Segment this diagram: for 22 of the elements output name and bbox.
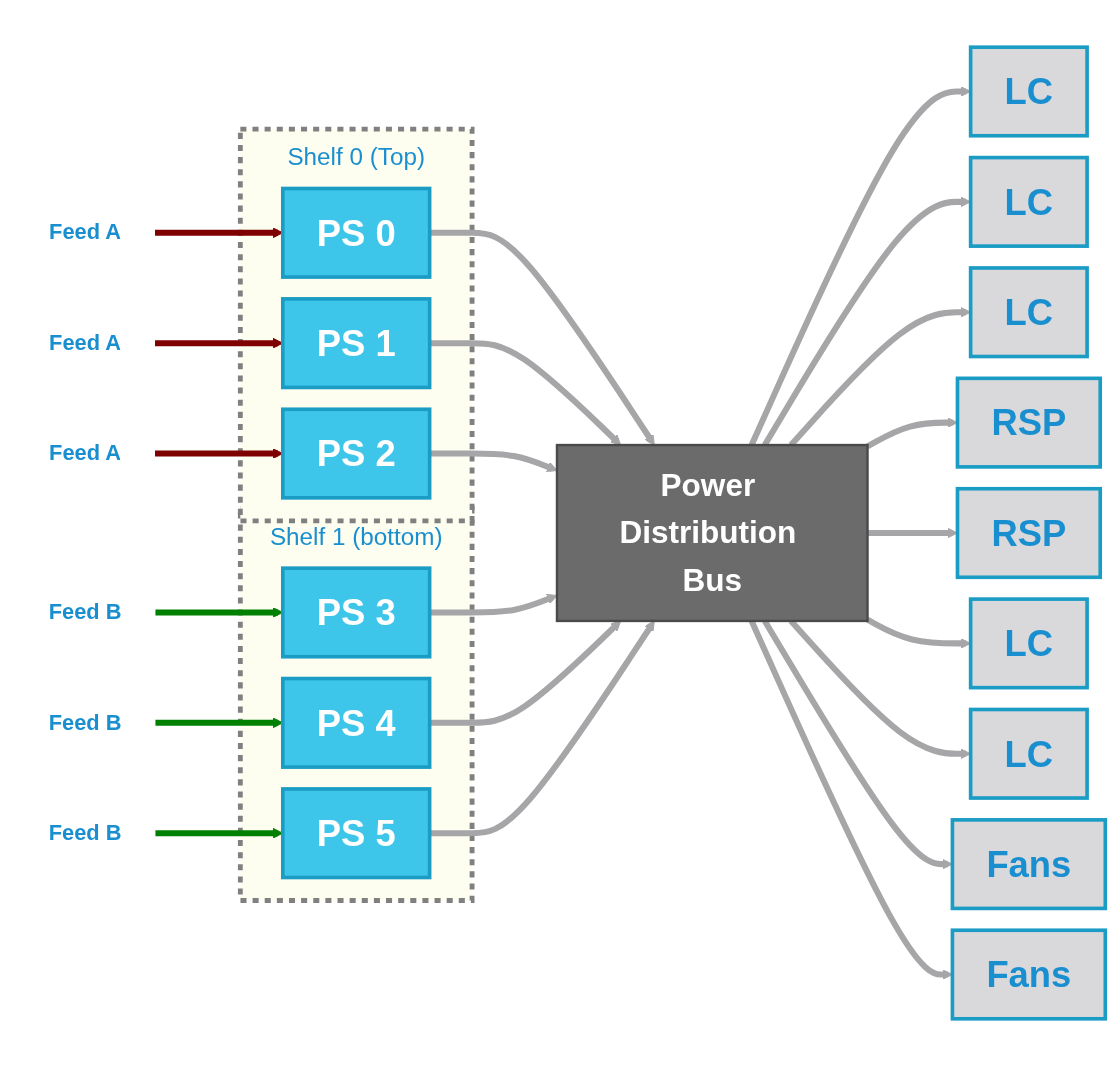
node-text: Feed A [49, 440, 122, 466]
node-box: Power Distribution Bus [555, 443, 869, 623]
node-box: RSP [955, 376, 1103, 469]
node-text: Feed B [48, 599, 122, 624]
node-box: PS 3 [280, 566, 432, 659]
node-box: PS 1 [280, 297, 432, 390]
node-box: PS 0 [280, 186, 432, 279]
node-box: LC [968, 707, 1089, 800]
node-text: Feed A [49, 330, 122, 355]
node-box: LC [968, 45, 1089, 138]
node-box: LC [968, 597, 1089, 690]
node-box: Fans [950, 818, 1108, 911]
node-box: PS 2 [280, 407, 432, 500]
node-box: LC [968, 155, 1089, 248]
node-box: LC [968, 266, 1089, 359]
node-box: Fans [950, 928, 1108, 1021]
node-text: Feed B [48, 710, 122, 735]
node-box: PS 5 [280, 787, 432, 880]
node-text: Feed A [49, 220, 122, 245]
node-box: RSP [955, 486, 1103, 580]
node-text: Feed B [48, 820, 122, 845]
node-box: PS 4 [280, 676, 432, 769]
